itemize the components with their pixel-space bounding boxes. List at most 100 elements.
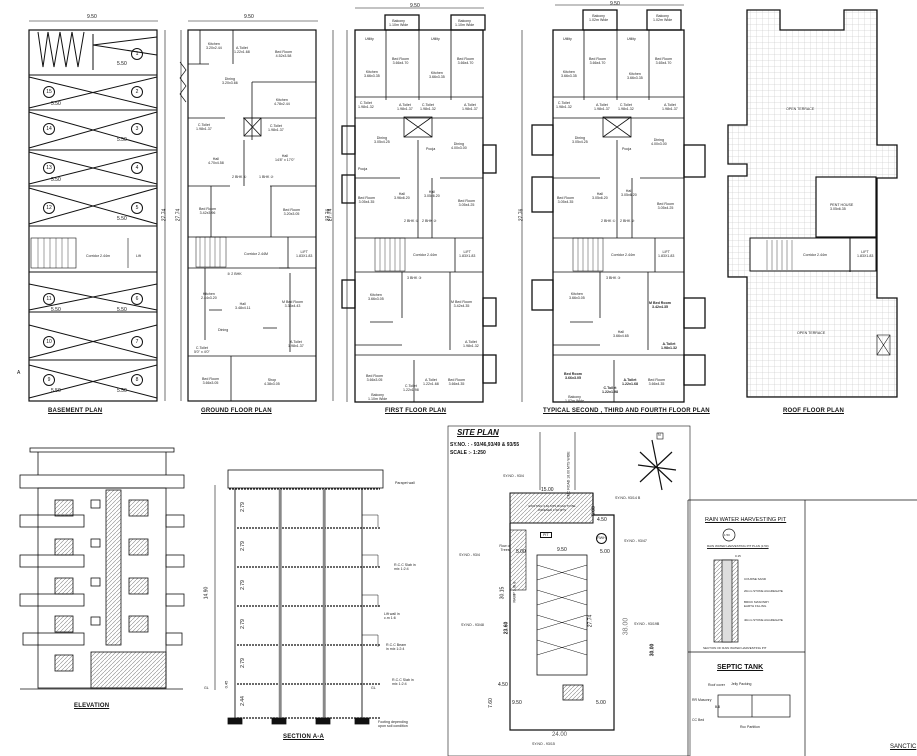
parking-slot: 4 (131, 162, 143, 174)
parking-slot: 12 (43, 202, 55, 214)
slot-width-dim: 5.50 (51, 177, 61, 183)
typical-width-dim: 9.50 (610, 1, 620, 7)
neighbour-survey: SY.NO - 93/48 (461, 623, 484, 627)
section-note: Lift wall in c.m 1:6 (384, 612, 400, 621)
rwh-section-caption: SECTION OF RAIN WATER HARVESTING PIT (703, 646, 767, 650)
ground-floor-plan-title: GROUND FLOOR PLAN (201, 408, 272, 414)
room-label: Corridor 2.44M (244, 252, 268, 256)
basement-plan-title: BASEMENT PLAN (48, 408, 103, 414)
site-dim: 5.00 (600, 549, 610, 555)
site-dim: 38.00 (622, 617, 630, 636)
room-label: Pooja (426, 147, 436, 151)
site-dim: 23.60 (503, 621, 510, 635)
site-dim: 5.00 (596, 700, 606, 706)
rwh-dim: 0.15 (735, 554, 741, 558)
unit-tag: 3 BHK ③ (606, 276, 621, 280)
parking-slot: 1 (131, 48, 143, 60)
slot-width-dim: 5.50 (51, 101, 61, 107)
roof-corridor-label: Corridor 2.44m (803, 253, 827, 257)
rwh-layer: 40mm STONE AGGREGATE (744, 618, 783, 622)
first-floor-plan-title: FIRST FLOOR PLAN (385, 408, 447, 414)
room-label: Utility (431, 37, 440, 41)
septic-label: Rcc Partition (740, 725, 760, 729)
parking-slot: 6 (131, 293, 143, 305)
survey-number: SY.NO. : - 93/46,93/49 & 93/55 (450, 442, 520, 448)
parking-slot: 5 (131, 202, 143, 214)
room-label: Utility (563, 37, 572, 41)
slot-width-dim: 5.50 (117, 137, 127, 143)
room-label: Corridor 2.44m (413, 253, 437, 257)
pit-marker: PIT (540, 532, 552, 539)
detail-panels (687, 499, 917, 756)
rwh-layer: 20mm STONE AGGREGATE (744, 589, 783, 593)
parking-slot: 13 (43, 162, 55, 174)
floor-height-dim: 2.79 (239, 619, 246, 629)
site-dim: 24.00 (552, 732, 568, 738)
room-label: Dining (218, 328, 229, 332)
parking-slot: 10 (43, 336, 55, 348)
unit-tag: ③ 2 BHK (227, 272, 242, 276)
slot-width-dim: 5.50 (117, 61, 127, 67)
ground-floor-outline (179, 20, 334, 402)
unit-tag: 2 BHK ① (404, 219, 419, 223)
slot-width-dim: 5.50 (51, 307, 61, 313)
road-label: CMC ROAD 18.00 MTS WIDE (566, 451, 571, 499)
section-note: R.C.C Slab in mix 1:2:4 (392, 678, 414, 687)
site-plan-title: SITE PLAN (457, 428, 499, 437)
neighbour-survey: SY.NO- 93/14 B (615, 496, 641, 500)
parking-slot: 7 (131, 336, 143, 348)
section-drawing (214, 469, 384, 725)
unit-tag: 2 BHK ② (620, 219, 635, 223)
neighbour-survey: SY.NO - 93/47 (624, 539, 647, 543)
septic-label: CC Bed (692, 718, 705, 722)
basement-outline (28, 20, 166, 402)
section-note: R.C.C Beam in mix 1:2:4 (386, 643, 407, 652)
ramp-label: RAMP 1 IN 8 (512, 581, 517, 603)
slot-width-dim: 5.50 (51, 388, 61, 394)
ground-level-label: GL (204, 686, 209, 690)
rwh-layer: COURSE SAND (744, 577, 767, 581)
unit-tag: 2 BHK ① (232, 175, 247, 179)
room-label: Utility (627, 37, 636, 41)
basement-corridor: Corridor 2.44m (86, 254, 110, 258)
parking-slot: 2 (131, 86, 143, 98)
site-dim: 5.00 (516, 549, 526, 555)
site-dim: 7.60 (487, 698, 494, 708)
